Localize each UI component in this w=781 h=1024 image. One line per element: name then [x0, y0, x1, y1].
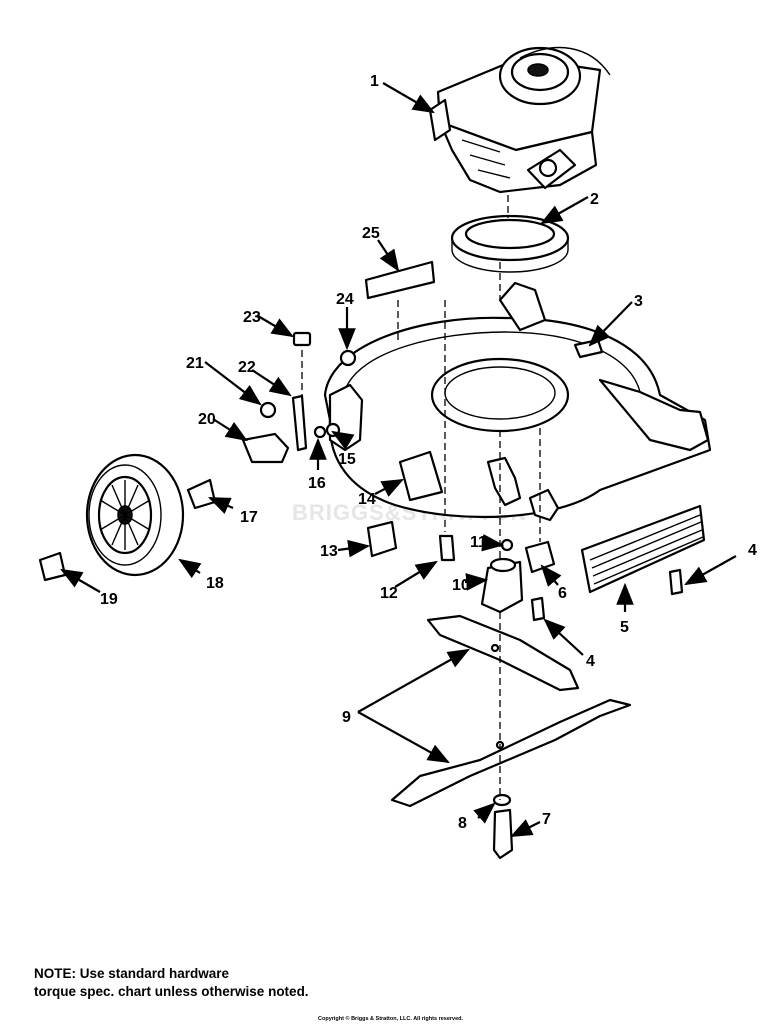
decal-13	[366, 520, 398, 558]
callout-20: 20	[198, 411, 216, 428]
note-line-2: torque spec. chart unless otherwise note…	[34, 984, 309, 999]
callout-10: 10	[452, 577, 470, 594]
callout-19: 19	[100, 591, 118, 608]
bracket-20	[241, 432, 290, 464]
nut-24	[339, 349, 357, 367]
bolt-4b	[668, 568, 684, 596]
callout-23: 23	[243, 309, 261, 326]
wheel	[85, 453, 185, 577]
callout-8: 8	[458, 815, 467, 832]
callout-13: 13	[320, 543, 338, 560]
leader-arrows	[60, 82, 737, 837]
rear-guard	[580, 504, 706, 594]
callout-12: 12	[380, 585, 398, 602]
engine	[428, 46, 611, 194]
bracket-22	[291, 394, 308, 452]
callout-5: 5	[620, 619, 629, 636]
decal-25	[364, 260, 436, 300]
callout-22: 22	[238, 359, 256, 376]
torque-note: NOTE: Use standard hardware torque spec.…	[34, 965, 309, 1001]
bolt-7	[492, 808, 514, 860]
callout-2: 2	[590, 191, 599, 208]
callout-25: 25	[362, 225, 380, 242]
bracket-6	[524, 540, 556, 574]
alignment-lines	[301, 195, 541, 800]
mower-deck	[323, 281, 712, 522]
callout-14: 14	[358, 491, 376, 508]
callout-17: 17	[240, 509, 258, 526]
bolt-17	[186, 478, 217, 510]
bolt-12	[438, 534, 456, 562]
callout-18: 18	[206, 575, 224, 592]
bolt-19	[38, 551, 67, 582]
plug-23	[292, 331, 312, 347]
copyright-notice: Copyright © Briggs & Stratton, LLC. All …	[318, 1016, 464, 1022]
callout-4b: 4	[748, 542, 757, 559]
washer-8	[492, 793, 512, 807]
callout-21: 21	[186, 355, 204, 372]
bolt-4a	[530, 596, 546, 622]
callout-4a: 4	[586, 653, 595, 670]
callout-labels: 1 2 3 4 4 5 6 7 8 9 10 11 12 13 14 15 16…	[100, 73, 757, 832]
callout-11: 11	[470, 534, 487, 551]
callout-3: 3	[634, 293, 643, 310]
hardware	[38, 331, 684, 860]
callout-15: 15	[338, 451, 356, 468]
washer-16	[313, 425, 327, 439]
deck-gasket	[450, 214, 570, 273]
callout-16: 16	[308, 475, 326, 492]
note-line-1: NOTE: Use standard hardware	[34, 966, 230, 981]
callout-24: 24	[336, 291, 354, 308]
callout-1: 1	[370, 73, 379, 90]
callout-7: 7	[542, 811, 551, 828]
callout-9: 9	[342, 709, 351, 726]
blades	[390, 614, 632, 808]
callout-6: 6	[558, 585, 567, 602]
key-11	[500, 538, 514, 552]
nut-21	[259, 401, 277, 419]
decal-14	[398, 450, 444, 502]
